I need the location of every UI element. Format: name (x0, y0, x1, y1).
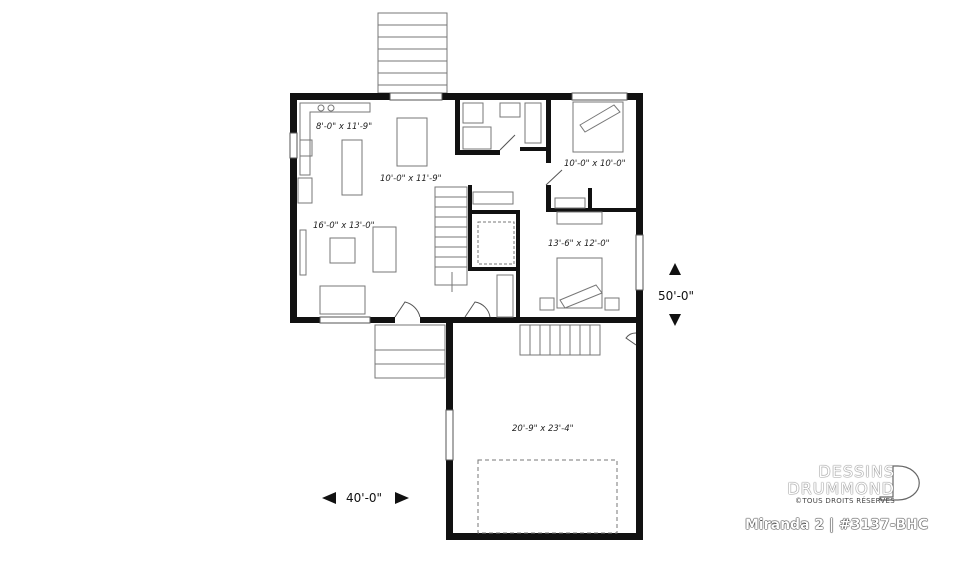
brand-line2: DRUMMOND (787, 479, 895, 498)
arrow-down-icon (669, 314, 681, 326)
depth-dimension: 50'-0" (658, 289, 694, 303)
fixtures (297, 101, 624, 318)
windows (289, 92, 644, 461)
room-label-living: 16'-0" x 13'-0" (313, 221, 375, 231)
room-label-kitchen: 8'-0" x 11'-9" (316, 122, 372, 132)
room-label-dining: 10'-0" x 11'-9" (380, 174, 442, 184)
brand-logo-icon (879, 465, 920, 501)
copyright: ©TOUS DROITS RÉSERVÉS (795, 497, 895, 505)
room-label-bedroom1: 10'-0" x 10'-0" (564, 159, 626, 169)
rear-stairs (377, 12, 448, 94)
arrow-up-icon (669, 263, 681, 275)
brand-line1: DESSINS (818, 462, 895, 481)
arrow-right-icon (395, 492, 409, 504)
interior-stairs (434, 186, 618, 534)
width-dimension: 40'-0" (346, 491, 382, 505)
front-steps (374, 324, 446, 379)
room-label-bedroom2: 13'-6" x 12'-0" (548, 239, 610, 249)
arrow-left-icon (322, 492, 336, 504)
interior-walls (455, 93, 643, 317)
doors (394, 134, 637, 346)
room-label-garage: 20'-9" x 23'-4" (512, 424, 574, 434)
plan-title: Miranda 2 | #3137-BHC (745, 517, 929, 533)
brand-logo: DESSINS DRUMMOND ©TOUS DROITS RÉSERVÉS (735, 463, 895, 505)
